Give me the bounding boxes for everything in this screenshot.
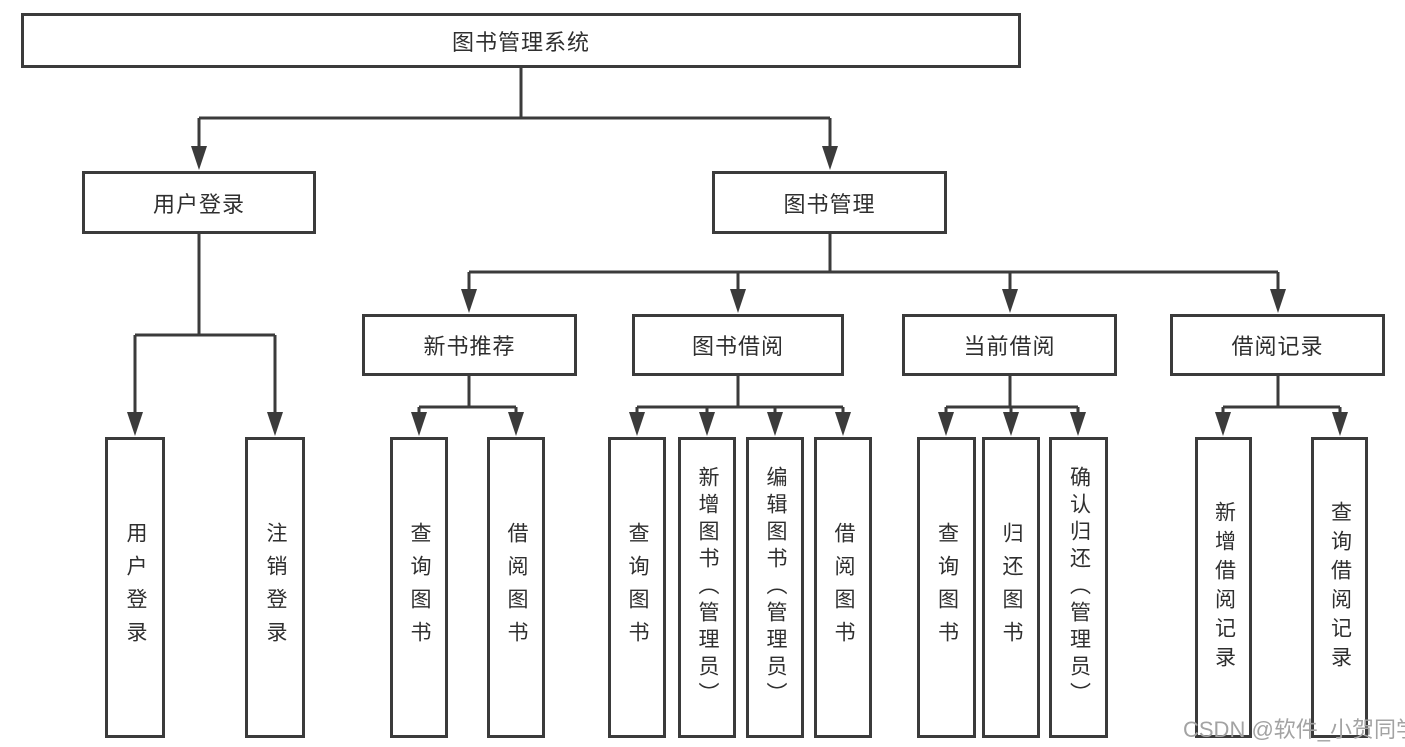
node-label: 用户登录 bbox=[124, 521, 147, 654]
arrow-down-icon bbox=[1215, 412, 1231, 436]
leaf-query-books-borrowing: 查询图书 bbox=[608, 437, 666, 738]
leaf-query-books-current: 查询图书 bbox=[917, 437, 976, 738]
leaf-return-books: 归还图书 bbox=[982, 437, 1040, 738]
leaf-add-books-admin: 新增图书（管理员） bbox=[678, 437, 736, 738]
node-label: 查询图书 bbox=[408, 521, 431, 654]
node-label: 注销登录 bbox=[264, 521, 287, 654]
arrow-down-icon bbox=[127, 412, 143, 436]
node-label: 借阅图书 bbox=[832, 521, 855, 654]
node-label: 图书管理系统 bbox=[451, 29, 590, 55]
arrow-down-icon bbox=[461, 289, 477, 313]
arrow-down-icon bbox=[1070, 412, 1086, 436]
arrow-down-icon bbox=[1332, 412, 1348, 436]
node-current-borrowing: 当前借阅 bbox=[902, 314, 1117, 376]
node-label: 新书推荐 bbox=[423, 334, 516, 359]
node-label: 新增借阅记录 bbox=[1212, 500, 1236, 675]
node-label: 借阅记录 bbox=[1231, 334, 1324, 359]
leaf-edit-books-admin: 编辑图书（管理员） bbox=[746, 437, 804, 738]
arrow-down-icon bbox=[730, 289, 746, 313]
arrow-down-icon bbox=[629, 412, 645, 436]
leaf-logout: 注销登录 bbox=[245, 437, 305, 738]
node-label: 确认归还（管理员） bbox=[1067, 466, 1091, 709]
node-label: 借阅图书 bbox=[505, 521, 528, 654]
arrow-down-icon bbox=[1270, 289, 1286, 313]
node-new-book-recommendation: 新书推荐 bbox=[362, 314, 577, 376]
node-label: 查询图书 bbox=[626, 521, 649, 654]
arrow-down-icon bbox=[411, 412, 427, 436]
node-library-management-system: 图书管理系统 bbox=[21, 13, 1021, 68]
leaf-confirm-return-admin: 确认归还（管理员） bbox=[1049, 437, 1108, 738]
leaf-user-login: 用户登录 bbox=[105, 437, 165, 738]
node-label: 归还图书 bbox=[1000, 521, 1023, 654]
arrow-down-icon bbox=[267, 412, 283, 436]
leaf-query-borrow-record: 查询借阅记录 bbox=[1311, 437, 1368, 738]
arrow-down-icon bbox=[767, 412, 783, 436]
node-label: 用户登录 bbox=[152, 191, 245, 217]
node-label: 查询图书 bbox=[935, 521, 959, 654]
leaf-borrow-books-borrowing: 借阅图书 bbox=[814, 437, 872, 738]
watermark: CSDN @软件_小贺同学 bbox=[1183, 717, 1405, 742]
node-borrowing-records: 借阅记录 bbox=[1170, 314, 1385, 376]
node-label: 查询借阅记录 bbox=[1328, 500, 1352, 675]
node-label: 图书管理 bbox=[783, 191, 876, 217]
leaf-borrow-books-recommend: 借阅图书 bbox=[487, 437, 545, 738]
tree-edges bbox=[133, 68, 1342, 416]
node-label: 图书借阅 bbox=[691, 334, 784, 359]
arrow-down-icon bbox=[191, 146, 207, 170]
arrow-down-icon bbox=[835, 412, 851, 436]
node-label: 新增图书（管理员） bbox=[696, 466, 719, 709]
node-label: 当前借阅 bbox=[963, 334, 1056, 359]
node-book-borrowing: 图书借阅 bbox=[632, 314, 844, 376]
arrow-down-icon bbox=[699, 412, 715, 436]
node-book-management: 图书管理 bbox=[712, 171, 947, 234]
arrow-down-icons bbox=[127, 146, 1348, 436]
arrow-down-icon bbox=[1003, 412, 1019, 436]
node-label: 编辑图书（管理员） bbox=[764, 466, 787, 709]
node-user-login: 用户登录 bbox=[82, 171, 316, 234]
arrow-down-icon bbox=[1002, 289, 1018, 313]
leaf-add-borrow-record: 新增借阅记录 bbox=[1195, 437, 1252, 738]
arrow-down-icon bbox=[508, 412, 524, 436]
arrow-down-icon bbox=[938, 412, 954, 436]
leaf-query-books-recommend: 查询图书 bbox=[390, 437, 448, 738]
arrow-down-icon bbox=[822, 146, 838, 170]
